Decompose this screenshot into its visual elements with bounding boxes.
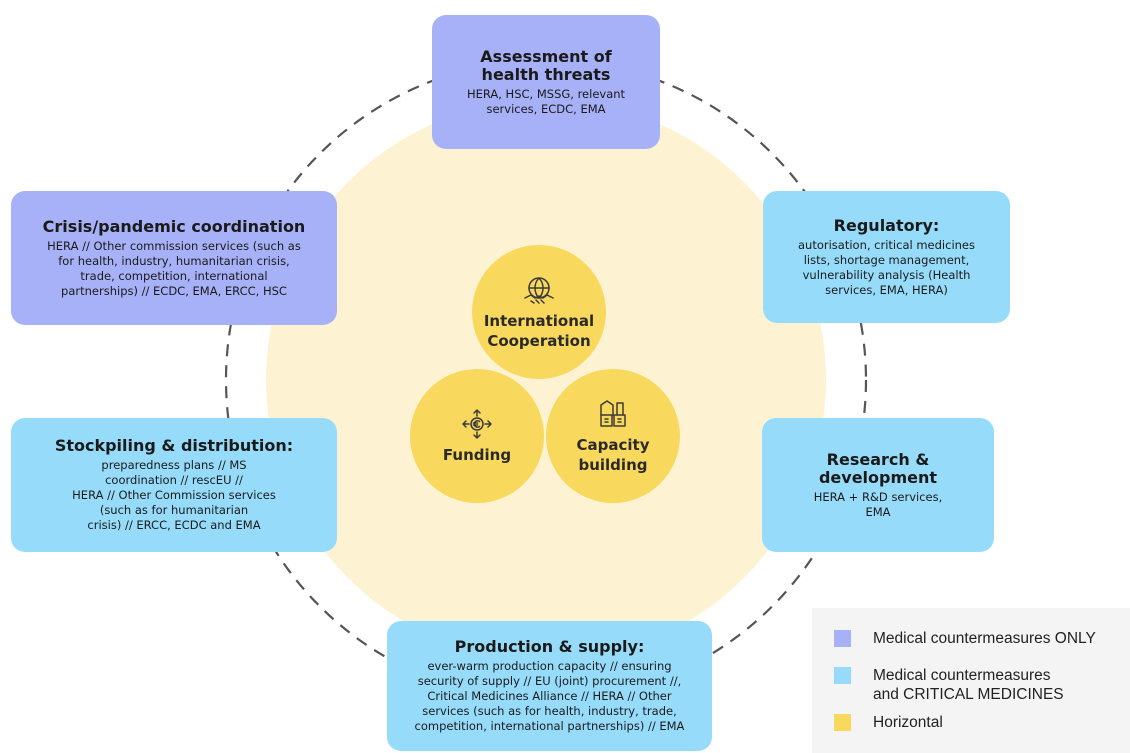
box-stockpiling-and-distribution: Stockpiling & distribution: preparedness… bbox=[11, 418, 337, 552]
hub-international-cooperation: International Cooperation bbox=[472, 245, 606, 379]
production-title: Production & supply: bbox=[454, 637, 645, 656]
legend-item-horizontal: Horizontal bbox=[834, 713, 943, 732]
dashed-ring bbox=[224, 58, 868, 702]
background-circle bbox=[266, 100, 826, 660]
stockpiling-title: Stockpiling & distribution: bbox=[54, 436, 294, 455]
factory-boxes-icon bbox=[600, 400, 626, 427]
crisis-text: HERA // Other commission services (such … bbox=[47, 238, 301, 298]
legend: Medical countermeasures ONLY Medical cou… bbox=[812, 608, 1130, 753]
legend-swatch-blue bbox=[834, 667, 851, 684]
legend-label: Medical countermeasures and CRITICAL MED… bbox=[873, 667, 1064, 703]
hub-international-label: International Cooperation bbox=[483, 312, 595, 350]
research-title: Research & development bbox=[818, 449, 938, 487]
stockpiling-text: preparedness plans // MS coordination //… bbox=[72, 458, 276, 532]
box-crisis-pandemic-coordination: Crisis/pandemic coordination HERA // Oth… bbox=[11, 191, 337, 325]
euro-arrows-icon bbox=[462, 409, 492, 439]
legend-item-mcm-critical: Medical countermeasures and CRITICAL MED… bbox=[834, 666, 1064, 704]
box-research-and-development: Research & development HERA + R&D servic… bbox=[762, 418, 994, 552]
hub-funding: Funding bbox=[410, 369, 544, 503]
legend-label: Horizontal bbox=[873, 714, 943, 731]
hub-capacity-building: Capacity building bbox=[546, 369, 680, 503]
legend-label: Medical countermeasures ONLY bbox=[873, 630, 1096, 647]
box-assessment-of-health-threats: Assessment of health threats HERA, HSC, … bbox=[432, 15, 660, 149]
box-regulatory: Regulatory: autorisation, critical medic… bbox=[763, 191, 1010, 323]
legend-swatch-yellow bbox=[834, 714, 851, 731]
regulatory-text: autorisation, critical medicines lists, … bbox=[798, 237, 975, 297]
crisis-title: Crisis/pandemic coordination bbox=[42, 216, 306, 236]
assessment-title: Assessment of health threats bbox=[480, 46, 612, 84]
legend-swatch-purple bbox=[834, 630, 851, 647]
legend-item-mcm-only: Medical countermeasures ONLY bbox=[834, 629, 1096, 648]
research-text: HERA + R&D services, EMA bbox=[813, 489, 943, 519]
box-production-and-supply: Production & supply: ever-warm productio… bbox=[387, 621, 712, 751]
regulatory-title: Regulatory: bbox=[833, 215, 940, 235]
hub-funding-label: Funding bbox=[442, 446, 512, 464]
hub-capacity-label: Capacity building bbox=[576, 436, 650, 474]
handshake-globe-icon bbox=[524, 277, 554, 304]
assessment-text: HERA, HSC, MSSG, relevant services, ECDC… bbox=[466, 86, 626, 116]
production-text: ever-warm production capacity // ensurin… bbox=[414, 659, 685, 733]
